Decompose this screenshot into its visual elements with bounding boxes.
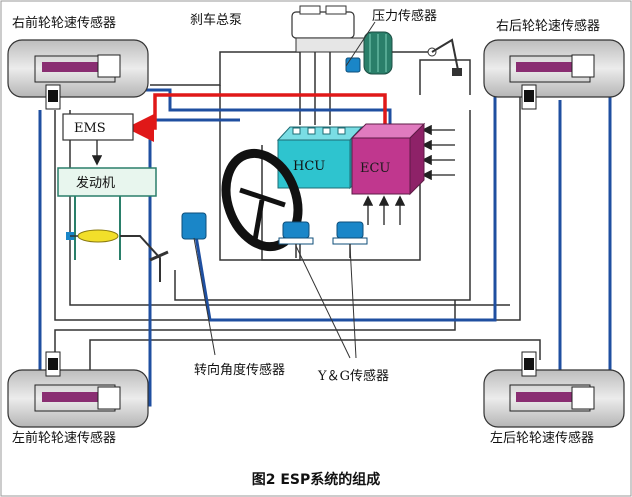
figure-caption: 图2 ESP系统的组成: [252, 471, 381, 488]
label-ems: EMS: [74, 121, 106, 136]
wheel-right-rear: [483, 39, 625, 110]
throttle-assembly: [66, 196, 169, 282]
ecu-to-ems-line: [126, 93, 387, 142]
brake-master-cylinder: [291, 5, 377, 53]
pressure-sensor-icon: [345, 57, 361, 73]
label-right-rear-sensor: 右后轮轮速传感器: [496, 18, 600, 34]
label-engine: 发动机: [76, 175, 115, 191]
ecu-block: [350, 122, 426, 196]
label-brake-master: 刹车总泵: [190, 12, 242, 28]
engine-box: [57, 167, 157, 197]
steering-wheel-icon: [221, 148, 303, 252]
wheel-left-rear: [483, 351, 625, 428]
label-left-front-sensor: 左前轮轮速传感器: [12, 430, 116, 446]
wheel-right-front: [7, 39, 149, 110]
label-left-rear-sensor: 左后轮轮速传感器: [490, 430, 594, 446]
brake-booster: [363, 31, 462, 76]
ecu-input-arrows: [91, 124, 455, 225]
yg-sensor-icons: [278, 221, 368, 258]
label-pressure-sensor: 压力传感器: [372, 8, 437, 24]
label-right-front-sensor: 右前轮轮速传感器: [12, 15, 116, 31]
leader-lines: [193, 21, 376, 359]
wheel-left-front: [7, 351, 149, 428]
label-hcu: HCU: [293, 159, 325, 174]
label-yg-sensor: Y＆G传感器: [317, 368, 389, 384]
ems-box: [62, 113, 134, 141]
steering-angle-sensor-icon: [181, 212, 207, 240]
label-ecu: ECU: [360, 161, 390, 176]
label-steering-angle-sensor: 转向角度传感器: [194, 362, 285, 378]
